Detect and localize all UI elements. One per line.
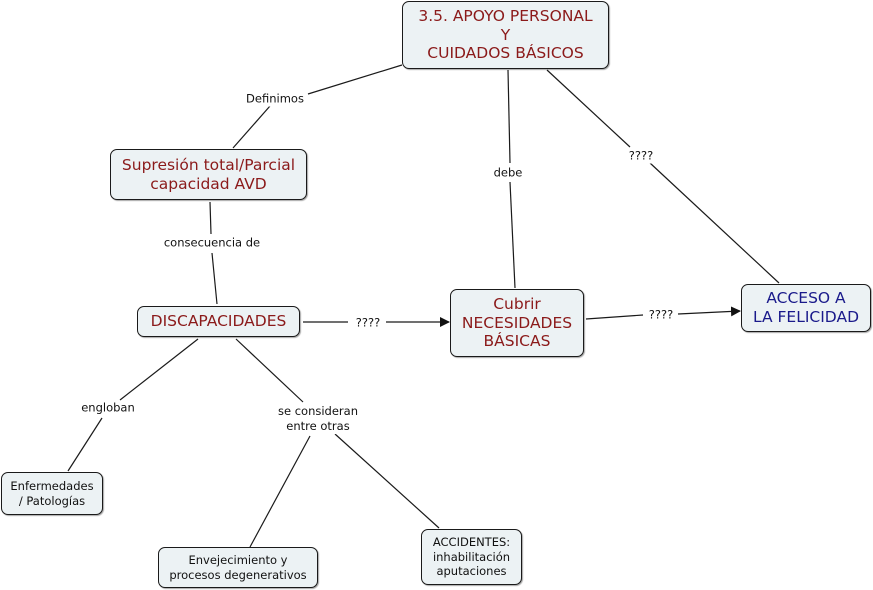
node-apoyo-personal-label: 3.5. APOYO PERSONAL Y CUIDADOS BÁSICOS (418, 7, 593, 63)
node-supresion[interactable]: Supresión total/Parcial capacidad AVD (110, 149, 307, 200)
link-label-disc-neces[interactable]: ???? (354, 315, 382, 331)
node-necesidades-basicas-label: Cubrir NECESIDADES BÁSICAS (461, 295, 573, 351)
link-label-se-consideran[interactable]: se consideran entre otras (277, 404, 359, 434)
node-supresion-label: Supresión total/Parcial capacidad AVD (121, 155, 296, 193)
line-apoyo-definimos (307, 64, 403, 95)
node-enfermedades-label: Enfermedades / Patologías (10, 478, 94, 508)
node-acceso-felicidad[interactable]: ACCESO A LA FELICIDAD (741, 284, 871, 332)
node-envejecimiento-label: Envejecimiento y procesos degenerativos (169, 552, 307, 582)
node-apoyo-personal[interactable]: 3.5. APOYO PERSONAL Y CUIDADOS BÁSICOS (402, 1, 609, 69)
line-supresion-consecuencia (209, 201, 212, 235)
line-definimos-supresion (232, 105, 271, 149)
line-apoyo-q (546, 69, 631, 148)
line-engloban-enfermedades (67, 417, 103, 472)
node-acceso-felicidad-label: ACCESO A LA FELICIDAD (752, 289, 860, 326)
node-enfermedades[interactable]: Enfermedades / Patologías (1, 472, 103, 515)
link-label-engloban[interactable]: engloban (80, 400, 136, 416)
line-seconsideran-accidentes (334, 433, 440, 529)
node-necesidades-basicas[interactable]: Cubrir NECESIDADES BÁSICAS (450, 289, 584, 357)
link-label-consecuencia[interactable]: consecuencia de (162, 235, 262, 251)
link-label-apoyo-felicidad[interactable]: ???? (627, 148, 655, 164)
line-debe-necesidades (509, 181, 516, 289)
link-label-debe[interactable]: debe (492, 165, 524, 181)
line-seconsideran-envejecimiento (249, 435, 311, 548)
arrow-q-felicidad (677, 306, 741, 317)
line-consecuencia-discapacidades (211, 252, 218, 305)
node-discapacidades[interactable]: DISCAPACIDADES (137, 306, 300, 337)
line-neces-q (585, 314, 644, 320)
line-q-felicidad (649, 162, 780, 284)
line-apoyo-debe (507, 69, 511, 164)
node-accidentes[interactable]: ACCIDENTES: inhabilitación aputaciones (421, 529, 522, 585)
node-envejecimiento[interactable]: Envejecimiento y procesos degenerativos (158, 547, 318, 588)
line-disc-seconsideran (235, 338, 304, 403)
node-accidentes-label: ACCIDENTES: inhabilitación aputaciones (432, 534, 511, 579)
link-label-definimos[interactable]: Definimos (245, 91, 305, 107)
node-discapacidades-label: DISCAPACIDADES (150, 312, 287, 331)
link-label-neces-felic[interactable]: ???? (647, 307, 675, 323)
line-disc-engloban (119, 338, 199, 401)
